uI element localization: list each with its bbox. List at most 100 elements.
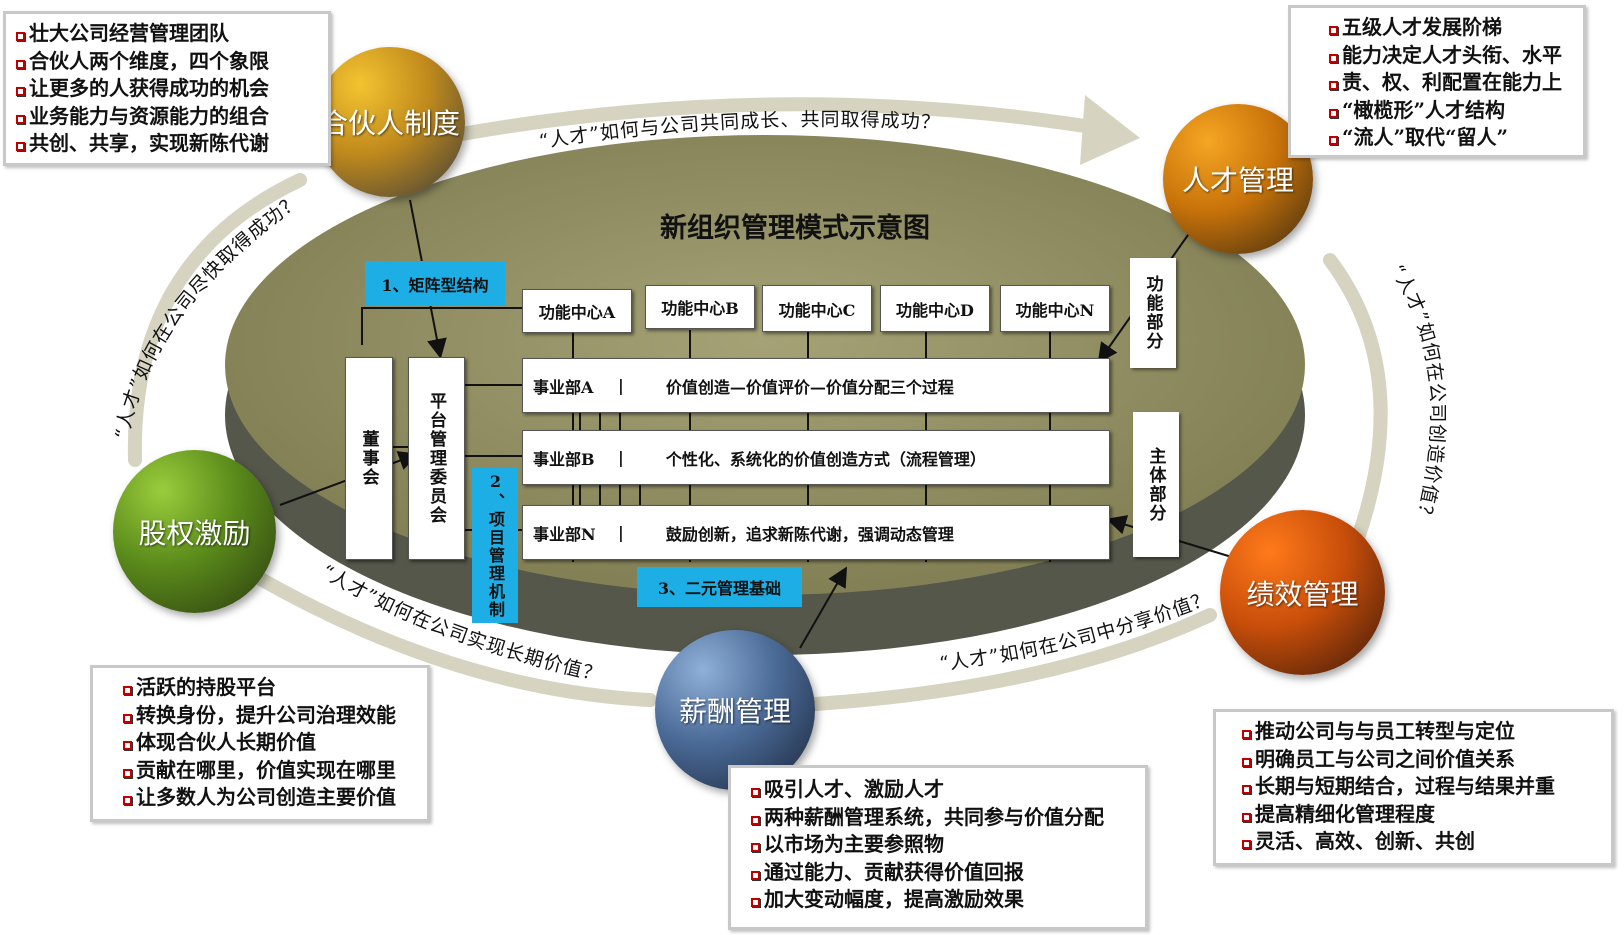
checkbox-bullet-icon (123, 686, 132, 695)
equity-list-item-text: 让多数人为公司创造主要价值 (136, 785, 396, 809)
main-part-box: 主体部分 (1133, 412, 1179, 557)
svg-text:“人才”如何在公司创造价值？: “人才”如何在公司创造价值？ (1386, 261, 1448, 526)
box-salary: 吸引人才、激励人才两种薪酬管理系统，共同参与价值分配以市场为主要参照物通过能力、… (728, 765, 1148, 930)
outer-ring-bottom-right (793, 608, 1217, 712)
equity-list-item: 转换身份，提升公司治理效能 (123, 702, 417, 730)
performance-list-item: 提高精细化管理程度 (1242, 801, 1601, 829)
talent-list-item-text: 能力决定人才头衔、水平 (1342, 42, 1562, 67)
performance-list-item: 明确员工与公司之间价值关系 (1242, 746, 1601, 774)
talent-list-item-text: 五级人才发展阶梯 (1342, 15, 1502, 39)
department-b-desc: 个性化、系统化的价值创造方式（流程管理） (665, 449, 986, 469)
performance-list: 推动公司与与员工转型与定位明确员工与公司之间价值关系长期与短期结合，过程与结果并… (1242, 718, 1601, 856)
salary-list: 吸引人才、激励人才两种薪酬管理系统，共同参与价值分配以市场为主要参照物通过能力、… (751, 776, 1135, 914)
salary-list-item-text: 通过能力、贡献获得价值回报 (764, 859, 1024, 884)
talent-list-item-text: 责、权、利配置在能力上 (1342, 70, 1562, 94)
salary-list-item-text: 吸引人才、激励人才 (764, 777, 944, 801)
partner-list-item-text: 合伙人两个维度，四个象限 (29, 48, 269, 73)
department-b-name: 事业部B (533, 449, 595, 469)
salary-list-item: 两种薪酬管理系统，共同参与价值分配 (751, 804, 1135, 832)
performance-list-item-text: 提高精细化管理程度 (1255, 801, 1435, 826)
equity-list-item-text: 活跃的持股平台 (136, 675, 276, 699)
label-binary-basis: 3、二元管理基础 (637, 567, 802, 607)
ring-arrowhead (1080, 95, 1140, 165)
department-n-desc: 鼓励创新，追求新陈代谢，强调动态管理 (665, 524, 954, 544)
checkbox-bullet-icon (16, 59, 25, 69)
checkbox-bullet-icon (1329, 81, 1338, 90)
partner-list-item: 合伙人两个维度，四个象限 (16, 48, 318, 76)
equity-list: 活跃的持股平台转换身份，提升公司治理效能体现合伙人长期价值贡献在哪里，价值实现在… (123, 674, 417, 812)
performance-list-item-text: 长期与短期结合，过程与结果并重 (1255, 774, 1555, 798)
function-center-a: 功能中心A (522, 289, 632, 333)
equity-list-item: 体现合伙人长期价值 (123, 729, 417, 757)
talent-list-item: “橄榄形”人才结构 (1329, 97, 1573, 125)
checkbox-bullet-icon (1329, 108, 1338, 118)
performance-list-item-text: 灵活、高效、创新、共创 (1255, 829, 1475, 853)
performance-list-item-text: 明确员工与公司之间价值关系 (1255, 746, 1515, 771)
label-project-mechanism: 2、项目管理机制 (472, 468, 518, 623)
checkbox-bullet-icon (751, 815, 760, 825)
checkbox-bullet-icon (123, 768, 132, 778)
circle-performance: 绩效管理 (1220, 510, 1385, 675)
checkbox-bullet-icon (1329, 136, 1338, 145)
arrow-salary (799, 566, 847, 649)
partner-list-item-text: 业务能力与资源能力的组合 (29, 103, 269, 128)
equity-list-item: 让多数人为公司创造主要价值 (123, 784, 417, 812)
equity-list-item: 活跃的持股平台 (123, 674, 417, 702)
checkbox-bullet-icon (16, 114, 25, 124)
partner-list-item: 业务能力与资源能力的组合 (16, 103, 318, 131)
box-equity: 活跃的持股平台转换身份，提升公司治理效能体现合伙人长期价值贡献在哪里，价值实现在… (90, 665, 430, 822)
equity-list-item: 贡献在哪里，价值实现在哪里 (123, 757, 417, 785)
matrix-bracket (361, 307, 522, 345)
function-center-n: 功能中心N (1000, 285, 1110, 332)
platform-committee-box: 平台管理委员会 (408, 357, 465, 560)
checkbox-bullet-icon (751, 843, 760, 852)
salary-list-item: 加大变动幅度，提高激励效果 (751, 886, 1135, 914)
equity-list-item-text: 贡献在哪里，价值实现在哪里 (136, 757, 396, 782)
department-a-name: 事业部A (533, 377, 594, 397)
checkbox-bullet-icon (1329, 26, 1338, 35)
partner-list-item-text: 共创、共享，实现新陈代谢 (29, 131, 269, 155)
performance-list-item-text: 推动公司与与员工转型与定位 (1255, 719, 1515, 743)
talent-list-item: 五级人才发展阶梯 (1329, 14, 1573, 42)
page-title: 新组织管理模式示意图 (660, 213, 930, 244)
talent-list-item-text: “流人”取代“留人” (1342, 125, 1509, 149)
circle-equity: 股权激励 (113, 450, 276, 613)
partner-list: 壮大公司经营管理团队合伙人两个维度，四个象限让更多的人获得成功的机会业务能力与资… (16, 20, 318, 158)
checkbox-bullet-icon (1242, 840, 1251, 849)
department-b: 事业部B | 个性化、系统化的价值创造方式（流程管理） (522, 430, 1110, 485)
talent-list-item: “流人”取代“留人” (1329, 124, 1573, 152)
checkbox-bullet-icon (1329, 53, 1338, 63)
box-performance: 推动公司与与员工转型与定位明确员工与公司之间价值关系长期与短期结合，过程与结果并… (1213, 709, 1614, 866)
department-n: 事业部N | 鼓励创新，追求新陈代谢，强调动态管理 (522, 505, 1110, 560)
outer-ring-bottom (238, 563, 657, 707)
salary-list-item-text: 加大变动幅度，提高激励效果 (764, 887, 1024, 911)
label-project-mechanism-text: 2、项目管理机制 (486, 472, 505, 619)
label-matrix-structure: 1、矩阵型结构 (365, 261, 505, 306)
department-a-desc: 价值创造—价值评价—价值分配三个过程 (665, 377, 954, 397)
checkbox-bullet-icon (16, 32, 25, 41)
box-partner: 壮大公司经营管理团队合伙人两个维度，四个象限让更多的人获得成功的机会业务能力与资… (3, 11, 331, 166)
function-center-d: 功能中心D (880, 285, 990, 332)
checkbox-bullet-icon (123, 741, 132, 750)
outer-ring-top (373, 97, 1117, 157)
function-part-box: 功能部分 (1130, 258, 1176, 368)
partner-list-item: 壮大公司经营管理团队 (16, 20, 318, 48)
talent-list: 五级人才发展阶梯能力决定人才头衔、水平责、权、利配置在能力上 “橄榄形”人才结构“… (1329, 14, 1573, 152)
partner-list-item: 共创、共享，实现新陈代谢 (16, 130, 318, 158)
talent-list-item: 能力决定人才头衔、水平 (1329, 42, 1573, 70)
department-a: 事业部A | 价值创造—价值评价—价值分配三个过程 (522, 358, 1110, 413)
outer-ring-right (1323, 253, 1388, 567)
salary-list-item: 吸引人才、激励人才 (751, 776, 1135, 804)
function-center-b: 功能中心B (645, 285, 755, 329)
function-center-c: 功能中心C (762, 285, 872, 332)
salary-list-item: 以市场为主要参照物 (751, 831, 1135, 859)
partner-list-item: 让更多的人获得成功的机会 (16, 75, 318, 103)
checkbox-bullet-icon (1242, 812, 1251, 822)
checkbox-bullet-icon (16, 142, 25, 151)
department-b-divider: | (618, 448, 624, 467)
partner-list-item-text: 让更多的人获得成功的机会 (29, 76, 269, 100)
checkbox-bullet-icon (751, 788, 760, 797)
checkbox-bullet-icon (1242, 785, 1251, 794)
salary-list-item-text: 以市场为主要参照物 (764, 832, 944, 856)
box-talent: 五级人才发展阶梯能力决定人才头衔、水平责、权、利配置在能力上 “橄榄形”人才结构“… (1288, 5, 1586, 158)
